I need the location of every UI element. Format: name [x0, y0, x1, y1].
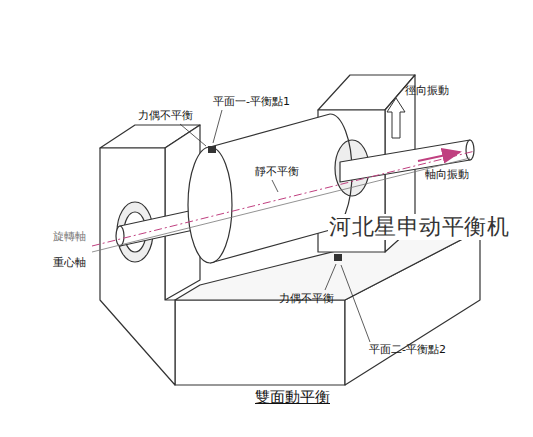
part-label: 軸向振動 — [424, 168, 470, 181]
part-label: 旋轉軸 — [52, 230, 87, 243]
radial-arrow — [387, 98, 405, 138]
leader-line — [180, 124, 206, 146]
right-shaft-end — [466, 140, 474, 160]
part-label: 力偶不平衡 — [137, 109, 194, 122]
part-label: 平面二-平衡點2 — [368, 343, 447, 356]
leader-line — [213, 110, 222, 143]
rotor-left-face — [188, 147, 232, 263]
right-shaft — [340, 140, 470, 182]
part-label: 重心軸 — [52, 256, 87, 269]
balance-mark — [334, 254, 342, 261]
base-front — [175, 300, 345, 385]
balance-mark — [208, 146, 216, 153]
part-label: 力偶不平衡 — [278, 292, 335, 305]
part-label: 靜不平衡 — [254, 165, 300, 178]
watermark: 河北星申动平衡机 — [328, 214, 510, 240]
diagram-caption: 雙面動平衡 — [254, 388, 331, 406]
part-label: 平面一-平衡點1 — [212, 95, 291, 108]
leader-line — [325, 264, 336, 290]
part-label: 徑向振動 — [404, 84, 450, 97]
leader-line — [341, 265, 370, 342]
axial-arrow — [418, 152, 460, 161]
left-pedestal-front — [100, 148, 175, 385]
left-shaft-end — [116, 226, 124, 246]
leader-line — [272, 180, 278, 192]
